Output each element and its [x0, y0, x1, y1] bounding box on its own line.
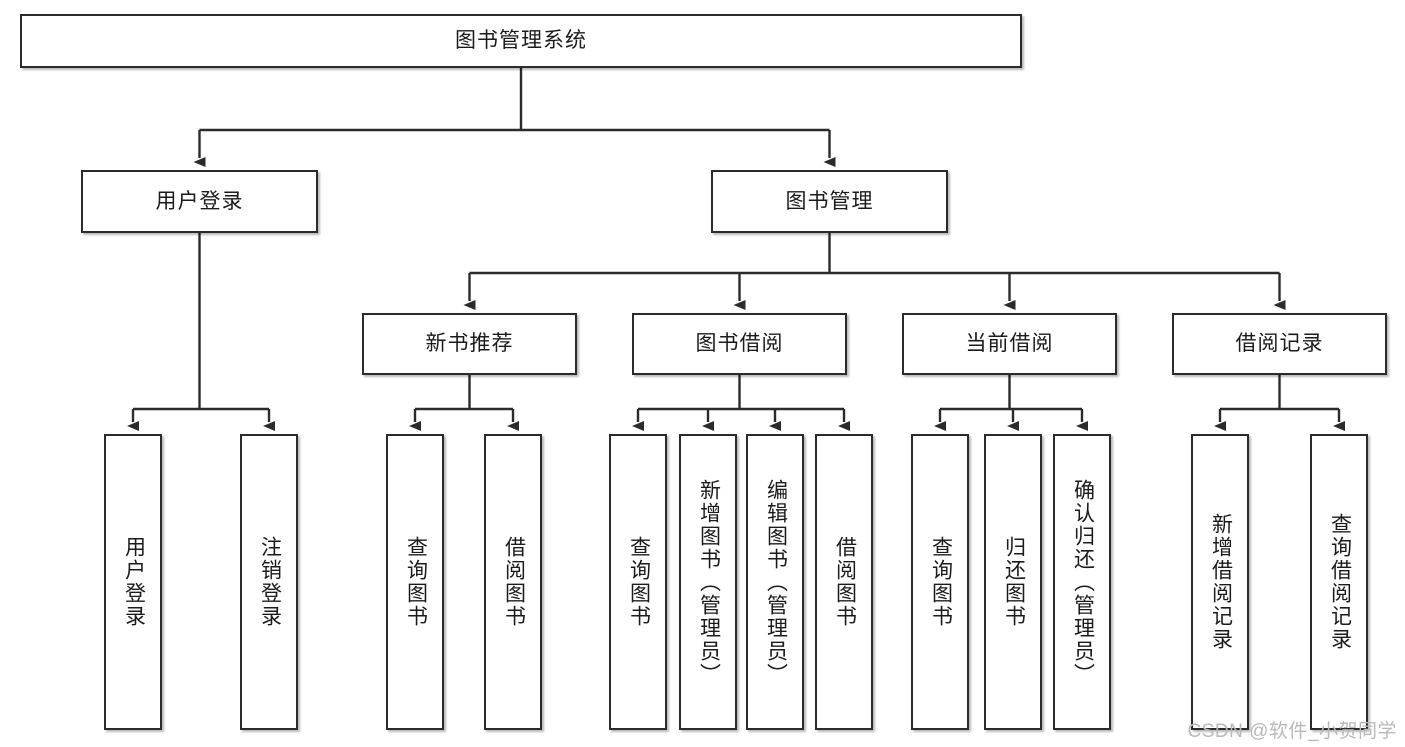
node-leaf-add-book[interactable]: 新增图书（管理员） [679, 434, 737, 730]
node-label: 借阅记录 [1235, 332, 1324, 356]
node-leaf-add-record[interactable]: 新增借阅记录 [1191, 434, 1249, 730]
node-label: 用户登录 [122, 536, 146, 628]
node-leaf-query-book-1[interactable]: 查询图书 [386, 434, 444, 730]
node-leaf-edit-book[interactable]: 编辑图书（管理员） [746, 434, 804, 730]
node-leaf-query-book-3[interactable]: 查询图书 [911, 434, 969, 730]
node-label: 新增借阅记录 [1209, 513, 1233, 651]
node-leaf-borrow-book-2[interactable]: 借阅图书 [815, 434, 873, 730]
node-leaf-query-record[interactable]: 查询借阅记录 [1310, 434, 1368, 730]
node-leaf-query-book-2[interactable]: 查询图书 [609, 434, 667, 730]
node-label: 查询图书 [627, 536, 651, 628]
node-leaf-borrow-book-1[interactable]: 借阅图书 [484, 434, 542, 730]
node-label: 当前借阅 [965, 332, 1054, 356]
node-label: 借阅图书 [502, 536, 526, 628]
node-label: 用户登录 [155, 189, 244, 213]
node-label: 查询图书 [929, 536, 953, 628]
node-leaf-return-book[interactable]: 归还图书 [984, 434, 1042, 730]
node-label: 新书推荐 [425, 332, 514, 356]
node-label: 图书管理系统 [455, 29, 587, 53]
node-root[interactable]: 图书管理系统 [20, 14, 1022, 68]
node-label: 确认归还（管理员） [1071, 478, 1095, 686]
node-current-borrow[interactable]: 当前借阅 [902, 313, 1117, 375]
node-label: 查询借阅记录 [1328, 513, 1352, 651]
node-new-book-recommend[interactable]: 新书推荐 [362, 313, 577, 375]
node-borrow-record[interactable]: 借阅记录 [1172, 313, 1387, 375]
node-book-borrow[interactable]: 图书借阅 [632, 313, 847, 375]
node-leaf-confirm-return[interactable]: 确认归还（管理员） [1053, 434, 1111, 730]
node-label: 归还图书 [1002, 536, 1026, 628]
node-leaf-logout[interactable]: 注销登录 [240, 434, 298, 730]
node-leaf-user-login[interactable]: 用户登录 [104, 434, 162, 730]
node-label: 编辑图书（管理员） [764, 478, 788, 686]
csdn-watermark: CSDN @软件_小贺同学 [1187, 721, 1397, 742]
node-user-login[interactable]: 用户登录 [81, 170, 318, 233]
node-label: 注销登录 [258, 536, 282, 628]
node-book-manage[interactable]: 图书管理 [711, 170, 948, 233]
node-label: 图书管理 [785, 189, 874, 213]
node-label: 新增图书（管理员） [697, 478, 721, 686]
node-label: 图书借阅 [695, 332, 784, 356]
node-label: 借阅图书 [833, 536, 857, 628]
node-label: 查询图书 [404, 536, 428, 628]
